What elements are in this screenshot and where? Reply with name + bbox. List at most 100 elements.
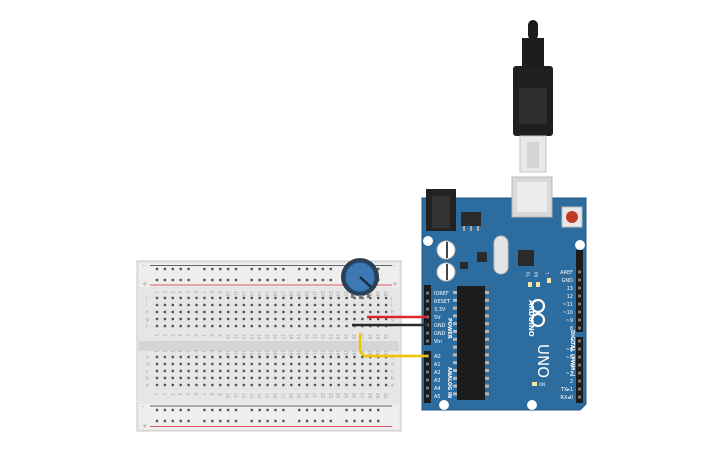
- rail-hole[interactable]: [361, 419, 364, 423]
- rail-hole[interactable]: [226, 419, 230, 423]
- breadboard-hole[interactable]: [226, 317, 230, 321]
- breadboard-hole[interactable]: [219, 355, 222, 359]
- breadboard-hole[interactable]: [290, 324, 293, 328]
- rail-hole[interactable]: [203, 278, 206, 282]
- breadboard-hole[interactable]: [219, 362, 222, 366]
- rail-hole[interactable]: [274, 408, 277, 412]
- breadboard-hole[interactable]: [250, 296, 253, 300]
- breadboard-hole[interactable]: [353, 369, 356, 373]
- breadboard-hole[interactable]: [195, 296, 198, 300]
- breadboard-hole[interactable]: [298, 376, 301, 380]
- breadboard-hole[interactable]: [242, 362, 246, 366]
- breadboard-hole[interactable]: [313, 310, 317, 314]
- breadboard-hole[interactable]: [226, 296, 230, 300]
- breadboard-hole[interactable]: [305, 303, 309, 307]
- breadboard-hole[interactable]: [242, 369, 246, 373]
- breadboard-hole[interactable]: [226, 355, 230, 359]
- breadboard-hole[interactable]: [171, 296, 174, 300]
- breadboard-hole[interactable]: [179, 324, 182, 328]
- breadboard-hole[interactable]: [155, 296, 159, 300]
- pin-3-3v[interactable]: [426, 307, 429, 311]
- breadboard-hole[interactable]: [298, 324, 301, 328]
- rail-hole[interactable]: [321, 278, 325, 282]
- breadboard-hole[interactable]: [290, 369, 293, 373]
- rail-hole[interactable]: [369, 408, 372, 412]
- breadboard-hole[interactable]: [321, 310, 325, 314]
- breadboard-hole[interactable]: [250, 324, 253, 328]
- breadboard-hole[interactable]: [219, 369, 222, 373]
- breadboard-hole[interactable]: [211, 369, 214, 373]
- breadboard-hole[interactable]: [377, 317, 380, 321]
- breadboard-hole[interactable]: [171, 324, 174, 328]
- breadboard-hole[interactable]: [203, 369, 206, 373]
- breadboard-hole[interactable]: [234, 310, 238, 314]
- rail-hole[interactable]: [274, 267, 277, 271]
- breadboard-hole[interactable]: [361, 355, 364, 359]
- breadboard-hole[interactable]: [163, 369, 167, 373]
- breadboard-hole[interactable]: [274, 310, 277, 314]
- rail-hole[interactable]: [163, 267, 167, 271]
- breadboard-hole[interactable]: [313, 369, 317, 373]
- breadboard-hole[interactable]: [203, 303, 206, 307]
- breadboard-hole[interactable]: [155, 324, 159, 328]
- rail-hole[interactable]: [282, 267, 285, 271]
- breadboard-hole[interactable]: [163, 383, 167, 387]
- breadboard-hole[interactable]: [329, 317, 332, 321]
- breadboard-hole[interactable]: [353, 317, 356, 321]
- breadboard-hole[interactable]: [242, 303, 246, 307]
- breadboard-hole[interactable]: [163, 362, 167, 366]
- breadboard-hole[interactable]: [226, 303, 230, 307]
- breadboard-hole[interactable]: [211, 362, 214, 366]
- breadboard-hole[interactable]: [274, 317, 277, 321]
- breadboard-hole[interactable]: [179, 383, 182, 387]
- breadboard-hole[interactable]: [282, 303, 285, 307]
- rail-hole[interactable]: [155, 408, 159, 412]
- breadboard-hole[interactable]: [369, 317, 372, 321]
- rail-hole[interactable]: [171, 278, 174, 282]
- breadboard-hole[interactable]: [353, 362, 356, 366]
- breadboard-hole[interactable]: [305, 355, 309, 359]
- digital-header-lower[interactable]: [576, 337, 583, 403]
- breadboard-hole[interactable]: [171, 376, 174, 380]
- breadboard-hole[interactable]: [195, 369, 198, 373]
- breadboard-hole[interactable]: [155, 303, 159, 307]
- pin-5[interactable]: [578, 355, 581, 359]
- breadboard-hole[interactable]: [384, 362, 388, 366]
- breadboard-hole[interactable]: [250, 383, 253, 387]
- breadboard-hole[interactable]: [258, 376, 261, 380]
- breadboard-hole[interactable]: [298, 310, 301, 314]
- rail-hole[interactable]: [258, 278, 261, 282]
- breadboard-hole[interactable]: [282, 296, 285, 300]
- breadboard-hole[interactable]: [234, 362, 238, 366]
- pin-3[interactable]: [578, 371, 581, 375]
- breadboard-hole[interactable]: [242, 355, 246, 359]
- breadboard-hole[interactable]: [377, 303, 380, 307]
- breadboard-hole[interactable]: [171, 317, 174, 321]
- breadboard-hole[interactable]: [187, 324, 190, 328]
- breadboard-hole[interactable]: [211, 303, 214, 307]
- pin-a3[interactable]: [426, 378, 429, 382]
- breadboard-hole[interactable]: [282, 310, 285, 314]
- breadboard-hole[interactable]: [305, 376, 309, 380]
- breadboard-hole[interactable]: [258, 362, 261, 366]
- rail-hole[interactable]: [187, 408, 190, 412]
- breadboard-hole[interactable]: [163, 317, 167, 321]
- breadboard-hole[interactable]: [298, 355, 301, 359]
- digital-header-upper[interactable]: [576, 250, 583, 332]
- breadboard-hole[interactable]: [369, 303, 372, 307]
- breadboard-hole[interactable]: [345, 303, 348, 307]
- breadboard-hole[interactable]: [258, 355, 261, 359]
- breadboard-hole[interactable]: [337, 376, 340, 380]
- breadboard-hole[interactable]: [321, 369, 325, 373]
- breadboard-hole[interactable]: [345, 383, 348, 387]
- breadboard-hole[interactable]: [305, 369, 309, 373]
- breadboard-hole[interactable]: [329, 310, 332, 314]
- breadboard-hole[interactable]: [163, 303, 167, 307]
- breadboard-hole[interactable]: [345, 317, 348, 321]
- breadboard-hole[interactable]: [321, 317, 325, 321]
- breadboard-hole[interactable]: [313, 324, 317, 328]
- breadboard-hole[interactable]: [203, 324, 206, 328]
- rail-hole[interactable]: [250, 278, 253, 282]
- rail-hole[interactable]: [171, 408, 174, 412]
- pin-aref[interactable]: [578, 270, 581, 274]
